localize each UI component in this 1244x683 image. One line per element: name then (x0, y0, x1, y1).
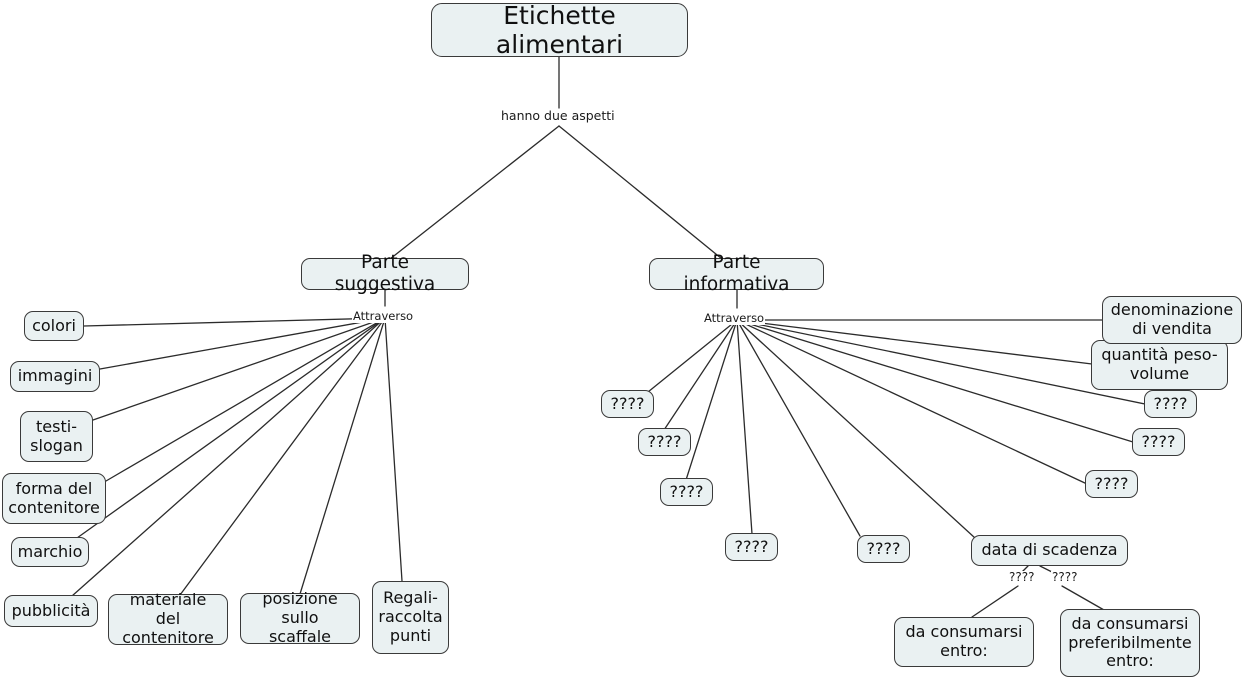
node-info-placeholder-5-label: ???? (866, 538, 901, 558)
node-denominazione-di-vendita[interactable]: denominazione di vendita (1102, 296, 1242, 344)
node-parte-suggestiva[interactable]: Parte suggestiva (301, 252, 469, 295)
node-pubblicita[interactable]: pubblicità (4, 595, 98, 627)
node-info-placeholder-3[interactable]: ???? (660, 478, 713, 506)
node-info-placeholder-6[interactable]: ???? (1085, 470, 1138, 498)
node-colori[interactable]: colori (24, 311, 84, 341)
node-parte-informativa[interactable]: Parte informativa (649, 252, 824, 295)
edge-right-8 (736, 319, 753, 535)
node-forma-del-contenitore-label: forma del contenitore (8, 478, 100, 517)
node-info-placeholder-1-label: ???? (610, 393, 645, 413)
edge-right-9 (685, 319, 738, 481)
edge-right-2 (736, 319, 1101, 366)
node-regali-raccolta-punti[interactable]: Regali- raccolta punti (372, 581, 449, 654)
edge-right-5 (736, 319, 1088, 485)
node-immagini-label: immagini (17, 366, 93, 386)
edge-root-to-informativa (558, 125, 723, 260)
link-label-scadenza-left: ???? (1008, 570, 1036, 585)
node-root-label: Etichette alimentari (495, 0, 624, 59)
edge-scadenza-to-entro (971, 585, 1019, 618)
edge-left-2 (99, 317, 386, 370)
edge-left-7 (179, 317, 386, 596)
edge-left-8 (299, 317, 386, 595)
node-pubblicita-label: pubblicità (11, 600, 91, 620)
node-info-placeholder-4[interactable]: ???? (725, 533, 778, 561)
node-immagini[interactable]: immagini (10, 361, 100, 392)
node-info-placeholder-7[interactable]: ???? (1132, 428, 1185, 456)
node-posizione-sullo-scaffale[interactable]: posizione sullo scaffale (240, 589, 360, 646)
node-info-placeholder-8-label: ???? (1153, 393, 1188, 413)
node-quantita-peso-volume-label: quantità peso- volume (1101, 345, 1218, 383)
node-quantita-peso-volume[interactable]: quantità peso- volume (1091, 340, 1228, 390)
link-label-hanno-due-aspetti: hanno due aspetti (500, 108, 616, 123)
node-root[interactable]: Etichette alimentari (431, 0, 688, 59)
node-da-consumarsi-entro-label: da consumarsi entro: (905, 622, 1023, 660)
node-info-placeholder-3-label: ???? (669, 481, 704, 501)
node-info-placeholder-8[interactable]: ???? (1144, 390, 1197, 418)
link-label-attraverso-left: Attraverso (352, 309, 415, 323)
edge-left-5 (76, 317, 386, 539)
edge-right-11 (647, 319, 738, 393)
edge-right-3 (736, 319, 1146, 405)
node-info-placeholder-5[interactable]: ???? (857, 535, 910, 563)
node-marchio[interactable]: marchio (11, 537, 89, 567)
edge-scadenza-to-pref (1061, 585, 1105, 611)
edge-right-7 (736, 319, 861, 537)
edge-left-1 (83, 317, 386, 327)
node-data-di-scadenza[interactable]: data di scadenza (971, 535, 1128, 566)
edge-left-9 (384, 317, 403, 582)
node-da-consumarsi-preferibilmente-entro[interactable]: da consumarsi preferibilmente entro: (1060, 609, 1200, 677)
node-data-di-scadenza-label: data di scadenza (981, 540, 1118, 560)
node-marchio-label: marchio (17, 541, 83, 561)
node-da-consumarsi-entro[interactable]: da consumarsi entro: (894, 617, 1034, 667)
node-info-placeholder-2-label: ???? (647, 431, 682, 451)
node-testi-slogan[interactable]: testi- slogan (20, 411, 93, 462)
node-parte-suggestiva-label: Parte suggestiva (334, 252, 436, 295)
node-regali-raccolta-punti-label: Regali- raccolta punti (378, 588, 443, 645)
node-info-placeholder-2[interactable]: ???? (638, 428, 691, 456)
node-forma-del-contenitore[interactable]: forma del contenitore (2, 473, 106, 524)
node-parte-informativa-label: Parte informativa (683, 252, 790, 295)
node-materiale-del-contenitore[interactable]: materiale del contenitore (108, 590, 228, 647)
link-label-scadenza-right: ???? (1051, 570, 1079, 585)
node-info-placeholder-7-label: ???? (1141, 431, 1176, 451)
node-posizione-sullo-scaffale-label: posizione sullo scaffale (262, 589, 338, 646)
node-materiale-del-contenitore-label: materiale del contenitore (122, 590, 214, 647)
edge-left-3 (92, 317, 386, 421)
node-info-placeholder-1[interactable]: ???? (601, 390, 654, 418)
edge-right-10 (663, 319, 738, 431)
link-label-attraverso-right: Attraverso (703, 311, 766, 325)
edge-left-6 (71, 317, 386, 597)
node-info-placeholder-6-label: ???? (1094, 473, 1129, 493)
node-colori-label: colori (32, 315, 76, 335)
node-info-placeholder-4-label: ???? (734, 536, 769, 556)
edge-right-6 (736, 319, 976, 539)
edge-left-4 (105, 317, 386, 482)
node-denominazione-di-vendita-label: denominazione di vendita (1110, 300, 1234, 338)
node-testi-slogan-label: testi- slogan (30, 416, 83, 455)
edge-right-4 (736, 319, 1134, 443)
edge-root-to-suggestiva (389, 125, 560, 260)
node-da-consumarsi-preferibilmente-entro-label: da consumarsi preferibilmente entro: (1068, 613, 1192, 671)
